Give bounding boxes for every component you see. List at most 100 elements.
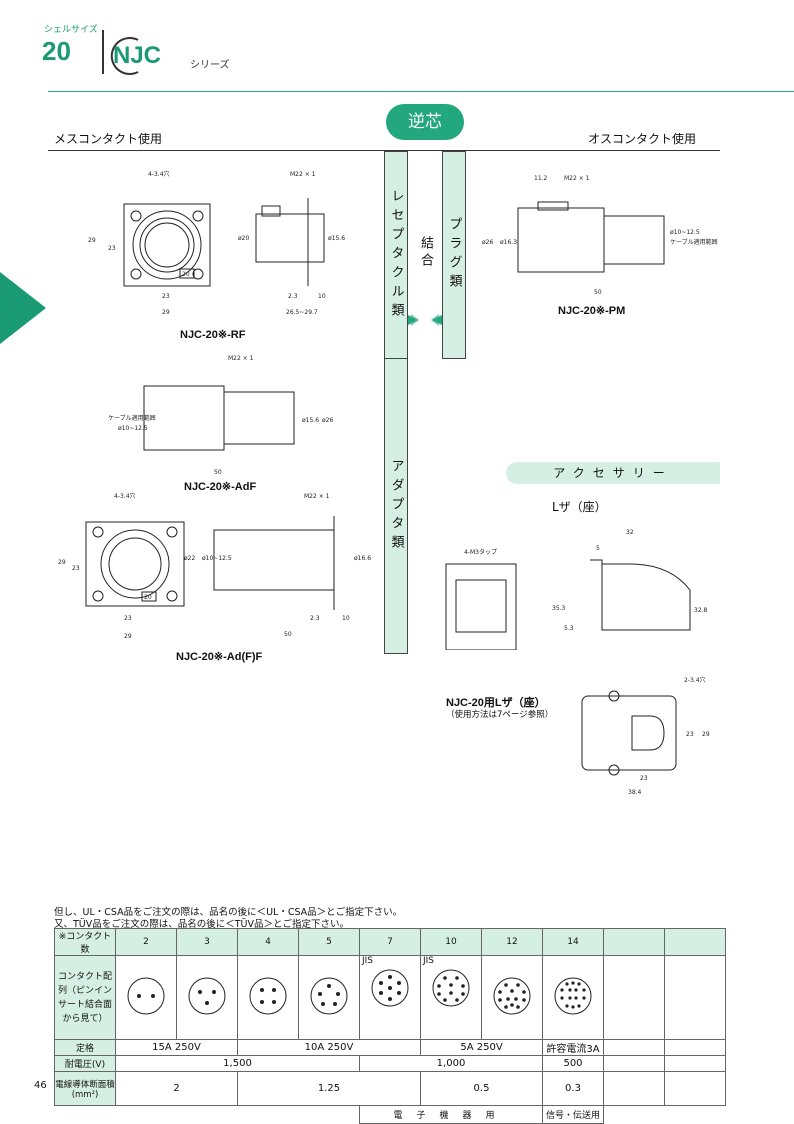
rf-len: 26.5~29.7: [286, 309, 318, 316]
rating-header: 定格: [54, 1039, 116, 1056]
shell-size-label: シェルサイズ: [44, 25, 98, 35]
header-rule: [48, 91, 794, 92]
adff-cable: ø10~12.5: [202, 555, 232, 562]
adf-cable: ø10~12.5: [118, 425, 148, 432]
area-2: 2: [115, 1071, 238, 1106]
rf-drawing: 4-3.4穴 20 29 23 23 29 M22 × 1 ø20 ø15.6 …: [88, 170, 345, 316]
contacts-header: ※コンタクト数: [54, 928, 116, 956]
contacts-3: 3: [176, 928, 238, 956]
rf-dim-23h: 23: [162, 293, 170, 300]
adff-23v: 23: [72, 565, 80, 572]
mating-arrows-icon: [408, 314, 442, 326]
layout-10: JIS: [420, 955, 482, 1040]
voltage-1500: 1,500: [115, 1055, 360, 1072]
rf-hole-label: 4-3.4穴: [148, 170, 170, 178]
voltage-row: 耐電圧(V) 1,500 1,000 500: [54, 1055, 726, 1072]
side-tab-triangle: [0, 272, 46, 344]
plug-category: プラグ類: [442, 151, 466, 359]
contacts-10: 10: [420, 928, 482, 956]
contacts-empty-2: [664, 928, 726, 956]
voltage-empty-1: [603, 1055, 665, 1072]
adff-23h: 23: [124, 615, 132, 622]
lza-plan-drawing: 2-3.4穴 23 29 23 38.4: [581, 676, 710, 796]
area-row: 電線導体断面積(mm²) 2 1.25 0.5 0.3: [54, 1071, 726, 1106]
rf-dim-29v: 29: [88, 237, 96, 244]
shell-size-number: 20: [42, 36, 71, 66]
lza-note: （使用方法は7ページ参照）: [446, 710, 554, 720]
rf-d20: ø20: [238, 235, 249, 242]
layout-5: [298, 955, 360, 1040]
layout-header: コンタクト配列（ピンインサート結合面から見て）: [54, 955, 116, 1040]
rf-dim-23v: 23: [108, 245, 116, 252]
layout-7: JIS: [359, 955, 421, 1040]
adf-m22: M22 × 1: [228, 355, 254, 362]
lza-38.4: 38.4: [628, 789, 642, 796]
lza-caption: NJC-20用Lザ（座）: [446, 697, 546, 709]
pm-cable: ø10~12.5: [670, 229, 700, 236]
use-row: 電子機器用 信号・伝送用: [55, 1105, 726, 1124]
adff-drawing: 4-3.4穴 20 29 23 23 29 M22 × 1 ø22 ø10~12…: [58, 492, 371, 640]
area-header: 電線導体断面積(mm²): [54, 1071, 116, 1106]
header-divider: [102, 30, 104, 74]
area-0.5: 0.5: [420, 1071, 543, 1106]
pm-drawing: 11.2 M22 × 1 ø26 ø16.3 50 ø10~12.5 ケーブル適…: [482, 175, 718, 296]
area-0.3: 0.3: [542, 1071, 604, 1106]
rf-mark: 20: [182, 271, 190, 278]
adff-m22: M22 × 1: [304, 493, 330, 500]
adf-cable-label: ケーブル適用範囲: [108, 414, 156, 422]
use-signal: 信号・伝送用: [542, 1105, 604, 1124]
note-tuv: 又、TÜV品をご注文の際は、品名の後に＜TÜV品＞とご指定下さい。: [54, 919, 350, 930]
series-name: NJC: [113, 42, 162, 69]
receptacle-category: レセプタクル類: [384, 151, 408, 359]
voltage-empty-2: [664, 1055, 726, 1072]
page-number: 46: [34, 1080, 47, 1091]
adff-mark: 20: [144, 594, 152, 601]
m3-tap-label: 4-M3タップ: [464, 548, 497, 556]
rf-caption: NJC-20※-RF: [180, 329, 246, 341]
adff-29h: 29: [124, 633, 132, 640]
lza-23v: 23: [686, 731, 694, 738]
layout-row: コンタクト配列（ピンインサート結合面から見て） JIS JIS: [54, 955, 726, 1040]
rating-empty-1: [603, 1039, 665, 1056]
rating-empty-2: [664, 1039, 726, 1056]
mating-label: 結合: [418, 236, 433, 270]
lz-5: 5: [596, 545, 600, 552]
pm-50: 50: [594, 289, 602, 296]
area-1.25: 1.25: [237, 1071, 421, 1106]
lz-32.8: 32.8: [694, 607, 708, 614]
adff-2.3: 2.3: [310, 615, 320, 622]
lz-5.3: 5.3: [564, 625, 574, 632]
pm-caption: NJC-20※-PM: [558, 305, 626, 317]
layout-12: [481, 955, 543, 1040]
pm-m22: M22 × 1: [564, 175, 590, 182]
area-empty-1: [603, 1071, 665, 1106]
note-ul: 但し、UL・CSA品をご注文の際は、品名の後に＜UL・CSA品＞とご指定下さい。: [54, 907, 403, 918]
lz-35.3: 35.3: [552, 605, 566, 612]
njc-logo-ring: [110, 37, 139, 75]
rating-10a: 10A 250V: [237, 1039, 421, 1056]
voltage-500: 500: [542, 1055, 604, 1072]
lz-32: 32: [626, 529, 634, 536]
rf-d156: ø15.6: [328, 235, 345, 242]
rating-15a: 15A 250V: [115, 1039, 238, 1056]
contacts-14: 14: [542, 928, 604, 956]
contacts-row: ※コンタクト数 2 3 4 5 7 10 12 14: [54, 928, 726, 956]
voltage-header: 耐電圧(V): [54, 1055, 116, 1072]
contacts-2: 2: [115, 928, 177, 956]
adff-d22: ø22: [184, 555, 195, 562]
voltage-1000: 1,000: [359, 1055, 543, 1072]
pm-d163: ø16.3: [500, 239, 517, 246]
jis-10: JIS: [423, 956, 435, 966]
adff-d166: ø16.6: [354, 555, 371, 562]
use-electronics: 電子機器用: [359, 1105, 543, 1124]
l-bracket-drawing: 4-M3タップ 32 5 35.3 32.8 5.3: [445, 529, 708, 650]
use-spacer-2: [604, 1106, 726, 1124]
accessory-title: アクセサリー: [506, 462, 720, 484]
female-contact-heading: メスコンタクト使用: [54, 132, 163, 146]
male-contact-heading: オスコンタクト使用: [588, 132, 697, 146]
contacts-12: 12: [481, 928, 543, 956]
rf-dim-29h: 29: [162, 309, 170, 316]
adff-29v: 29: [58, 559, 66, 566]
rating-3a: 許容電流3A: [542, 1039, 604, 1056]
jis-7: JIS: [362, 956, 374, 966]
